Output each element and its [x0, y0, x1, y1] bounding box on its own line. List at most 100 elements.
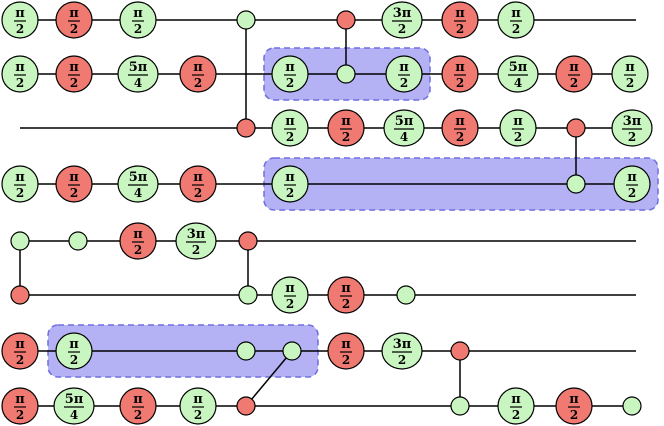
- green-dot-row-7-3: [236, 341, 256, 361]
- phase-denominator: 2: [194, 408, 202, 422]
- green-spider-row-8-7: π2: [497, 387, 535, 425]
- green-spider-row-2-5: π2: [271, 55, 309, 93]
- phase-numerator: 5π: [395, 114, 414, 129]
- phase-numerator: π: [285, 170, 295, 185]
- green-dot-row-5-2: [68, 231, 88, 251]
- green-spider-row-3-2: π2: [271, 109, 309, 147]
- phase-denominator: 4: [134, 186, 142, 200]
- phase-denominator: 2: [342, 353, 350, 367]
- red-dot-row-3-1: [236, 118, 256, 138]
- red-spider-row-8-1: π2: [1, 387, 39, 425]
- phase-numerator: 3π: [187, 227, 206, 242]
- red-dot-row-6-1: [10, 285, 30, 305]
- green-spider-row-7-6: 3π2: [381, 332, 423, 370]
- red-spider-row-6-4: π2: [327, 276, 365, 314]
- red-spider-row-2-4: π2: [179, 55, 217, 93]
- phase-denominator: 2: [286, 297, 294, 311]
- phase-numerator: π: [341, 114, 351, 129]
- phase-denominator: 2: [628, 130, 636, 144]
- phase-denominator: 2: [456, 22, 464, 36]
- phase-denominator: 2: [514, 130, 522, 144]
- phase-numerator: π: [133, 227, 143, 242]
- red-spider-row-2-8: π2: [441, 55, 479, 93]
- phase-numerator: π: [69, 60, 79, 75]
- red-spider-row-8-3: π2: [119, 387, 157, 425]
- red-spider-row-4-4: π2: [179, 165, 217, 203]
- phase-numerator: 5π: [129, 170, 148, 185]
- green-spider-row-2-7: π2: [385, 55, 423, 93]
- red-spider-row-5-3: π2: [119, 222, 157, 260]
- phase-numerator: π: [133, 392, 143, 407]
- green-spider-row-4-1: π2: [1, 165, 39, 203]
- phase-denominator: 2: [70, 76, 78, 90]
- red-spider-row-2-2: π2: [55, 55, 93, 93]
- phase-numerator: π: [511, 6, 521, 21]
- phase-numerator: π: [455, 60, 465, 75]
- phase-denominator: 2: [286, 130, 294, 144]
- phase-denominator: 2: [16, 353, 24, 367]
- phase-numerator: 3π: [393, 337, 412, 352]
- phase-denominator: 2: [16, 408, 24, 422]
- phase-numerator: π: [15, 170, 25, 185]
- green-dot-row-1-4: [236, 10, 256, 30]
- phase-denominator: 2: [194, 186, 202, 200]
- connection-wire-6: [245, 350, 293, 407]
- green-dot-row-2-6: [336, 64, 356, 84]
- phase-numerator: π: [455, 114, 465, 129]
- green-spider-row-4-3: 5π4: [117, 165, 159, 203]
- phase-denominator: 2: [398, 22, 406, 36]
- phase-numerator: π: [193, 392, 203, 407]
- phase-numerator: 5π: [65, 392, 84, 407]
- green-spider-row-1-6: 3π2: [381, 1, 423, 39]
- phase-numerator: 5π: [129, 60, 148, 75]
- red-spider-row-3-3: π2: [327, 109, 365, 147]
- phase-denominator: 2: [70, 186, 78, 200]
- red-spider-row-3-5: π2: [441, 109, 479, 147]
- green-spider-row-8-4: π2: [179, 387, 217, 425]
- phase-numerator: π: [513, 114, 523, 129]
- phase-denominator: 2: [398, 353, 406, 367]
- green-dot-row-7-4: [282, 341, 302, 361]
- highlight-layer: [47, 47, 659, 378]
- green-spider-row-6-3: π2: [271, 276, 309, 314]
- green-spider-row-4-5: π2: [271, 165, 309, 203]
- node-layer: π2π2π23π2π2π2π2π25π4π2π2π2π25π4π2π2π2π25…: [1, 1, 653, 425]
- red-spider-row-4-2: π2: [55, 165, 93, 203]
- red-spider-row-8-8: π2: [555, 387, 593, 425]
- green-spider-row-2-9: 5π4: [497, 55, 539, 93]
- green-dot-row-8-6: [450, 396, 470, 416]
- green-spider-row-3-4: 5π4: [383, 109, 425, 147]
- phase-denominator: 2: [134, 22, 142, 36]
- phase-denominator: 2: [16, 76, 24, 90]
- red-dot-row-8-5: [236, 396, 256, 416]
- phase-denominator: 2: [400, 76, 408, 90]
- phase-denominator: 2: [16, 22, 24, 36]
- phase-numerator: 3π: [393, 6, 412, 21]
- green-spider-row-3-6: π2: [499, 109, 537, 147]
- green-dot-row-5-1: [10, 231, 30, 251]
- phase-denominator: 2: [286, 186, 294, 200]
- phase-numerator: π: [627, 170, 637, 185]
- phase-denominator: 2: [134, 408, 142, 422]
- red-dot-row-5-5: [238, 231, 258, 251]
- phase-denominator: 4: [514, 76, 522, 90]
- green-spider-row-2-3: 5π4: [117, 55, 159, 93]
- green-dot-row-4-6: [566, 174, 586, 194]
- phase-numerator: π: [511, 392, 521, 407]
- phase-denominator: 2: [70, 353, 78, 367]
- phase-denominator: 4: [70, 408, 78, 422]
- phase-denominator: 2: [512, 22, 520, 36]
- phase-denominator: 2: [628, 186, 636, 200]
- phase-numerator: π: [15, 6, 25, 21]
- phase-denominator: 2: [194, 76, 202, 90]
- green-spider-row-2-11: π2: [611, 55, 649, 93]
- phase-numerator: π: [69, 6, 79, 21]
- green-spider-row-3-8: 3π2: [611, 109, 653, 147]
- phase-denominator: 2: [342, 130, 350, 144]
- phase-denominator: 2: [512, 408, 520, 422]
- phase-numerator: π: [15, 337, 25, 352]
- green-spider-row-1-8: π2: [497, 1, 535, 39]
- phase-denominator: 2: [286, 76, 294, 90]
- phase-numerator: π: [625, 60, 635, 75]
- green-spider-row-2-1: π2: [1, 55, 39, 93]
